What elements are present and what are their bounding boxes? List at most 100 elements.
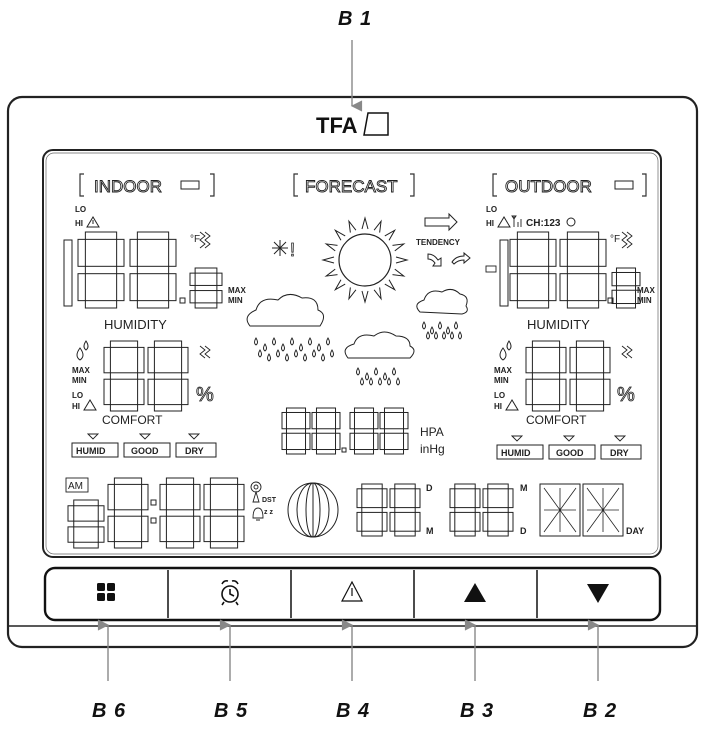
cloud-left-icon [246, 294, 324, 327]
indoor-wave-icon [199, 231, 211, 249]
svg-text:OUTDOOR: OUTDOOR [505, 177, 592, 196]
indoor-hum-max: MAX [72, 366, 90, 375]
triangle-down-icon [587, 584, 609, 603]
forecast-label: FORECAST [293, 173, 415, 197]
indoor-max: MAX [228, 286, 246, 295]
callout-b2: B 2 [583, 700, 618, 722]
outdoor-drop-icon [499, 340, 512, 361]
pressure-digits [281, 407, 409, 455]
inhg-label: inHg [420, 442, 445, 456]
outdoor-min: MIN [637, 296, 652, 305]
hpa-label: HPA [420, 425, 444, 439]
am-label: AM [68, 481, 83, 492]
signal-icon [511, 215, 522, 227]
svg-text:DRY: DRY [185, 446, 204, 456]
svg-text:GOOD: GOOD [131, 446, 159, 456]
indoor-drop-icon [76, 340, 89, 361]
svg-text:TFA: TFA [316, 113, 358, 138]
callout-b3: B 3 [460, 700, 495, 722]
callout-b6: B 6 [92, 700, 127, 722]
brand-logo: TFA [316, 112, 389, 138]
indoor-hum-lo: LO [72, 391, 83, 400]
warning-icon [341, 580, 363, 602]
indoor-humidity-digits [103, 340, 189, 412]
lcd-inner-border [45, 152, 659, 555]
channel-label: CH:123 [526, 218, 561, 229]
alarm-clock-icon [221, 580, 239, 606]
minus-segment [485, 265, 497, 273]
callout-b5: B 5 [214, 700, 249, 722]
exclamation-icon: ! [290, 240, 295, 260]
dst-label: DST [262, 497, 277, 504]
date-m-label: M [426, 526, 434, 536]
indoor-temperature-digits [63, 231, 223, 309]
outdoor-hum-hi: HI [494, 402, 502, 411]
callout-arrows [97, 40, 600, 681]
outdoor-temperature-digits [499, 231, 641, 309]
snooze-label: z z [264, 509, 273, 516]
mode-button[interactable] [47, 570, 167, 618]
indoor-min: MIN [228, 296, 243, 305]
outdoor-hum-wave-icon [621, 345, 633, 359]
svg-text:HUMID: HUMID [501, 448, 531, 458]
indoor-lo: LO [75, 205, 86, 214]
indoor-temp-unit: °F [190, 234, 200, 245]
sun-icon [321, 216, 409, 304]
indoor-comfort-label: COMFORT [102, 413, 163, 427]
outdoor-temp-unit: °F [610, 234, 620, 245]
month-m-label: M [520, 483, 528, 493]
outdoor-humidity-label: HUMIDITY [527, 317, 590, 332]
indoor-hum-wave-icon [199, 345, 211, 359]
rain-drops-left [254, 337, 334, 362]
triangle-up-icon [464, 583, 486, 602]
outdoor-hum-min: MIN [494, 376, 509, 385]
date-d-label: D [426, 483, 433, 493]
indoor-hum-min: MIN [72, 376, 87, 385]
weekday-digits [539, 483, 624, 537]
svg-text:INDOOR: INDOOR [94, 177, 162, 196]
outdoor-percent: % [617, 384, 635, 406]
outdoor-max: MAX [637, 286, 655, 295]
date-day-digits [356, 483, 421, 537]
outdoor-humidity-digits [525, 340, 611, 412]
cycle-icon [566, 217, 576, 227]
indoor-hum-alert-icon [83, 399, 97, 411]
outdoor-hum-alert-icon [505, 399, 519, 411]
svg-text:HUMID: HUMID [76, 446, 106, 456]
month-d-label: D [520, 526, 527, 536]
outdoor-hi: HI [486, 219, 494, 228]
outdoor-comfort-row: HUMID GOOD DRY [496, 435, 642, 460]
rain-drops-middle [356, 367, 400, 386]
callout-b4: B 4 [336, 700, 371, 722]
outdoor-wave-icon [621, 231, 633, 249]
alarm-bell-icon [252, 507, 264, 521]
indoor-humidity-label: HUMIDITY [104, 317, 167, 332]
indoor-label: INDOOR [79, 173, 215, 197]
grid-icon [97, 583, 115, 601]
lcd-screen [42, 149, 662, 558]
svg-text:DRY: DRY [610, 448, 629, 458]
outdoor-lo: LO [486, 205, 497, 214]
outdoor-hum-lo: LO [494, 391, 505, 400]
dst-icon [250, 481, 262, 503]
outdoor-comfort-label: COMFORT [526, 413, 587, 427]
outdoor-hum-max: MAX [494, 366, 512, 375]
callout-b1: B 1 [338, 8, 373, 30]
outdoor-alert-icon [497, 216, 511, 228]
svg-text:GOOD: GOOD [556, 448, 584, 458]
outdoor-label: OUTDOOR [492, 173, 647, 197]
globe-icon [287, 482, 339, 538]
svg-text:FORECAST: FORECAST [305, 177, 398, 196]
date-month-digits [449, 483, 514, 537]
indoor-hum-hi: HI [72, 402, 80, 411]
clock-digits [67, 477, 245, 549]
cloud-middle-icon [344, 331, 415, 359]
tendency-label: TENDENCY [416, 238, 461, 247]
indoor-comfort-row: HUMID GOOD DRY [71, 433, 217, 458]
indoor-alert-icon [86, 216, 100, 228]
button-dividers [167, 570, 538, 618]
indoor-percent: % [196, 384, 214, 406]
cloud-right-icon [416, 288, 468, 315]
day-label: DAY [626, 526, 644, 536]
